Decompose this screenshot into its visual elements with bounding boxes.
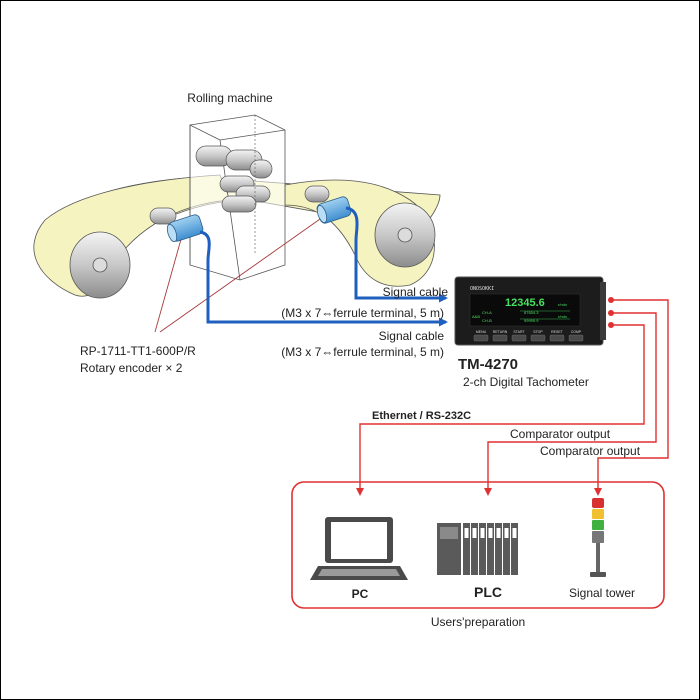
device-display-unit-2: r/min — [558, 314, 567, 319]
device-description-label: 2-ch Digital Tachometer — [463, 375, 589, 389]
device-display-ch-b-value: 99999.9 — [524, 318, 539, 323]
plc-module-window — [496, 528, 501, 538]
device-display-unit: r/min — [558, 302, 567, 307]
plc-label: PLC — [474, 584, 502, 600]
plc-module-window — [464, 528, 469, 538]
device-button-label: RESET — [551, 330, 564, 334]
line-to-pc — [356, 324, 645, 496]
signal-cable-label-2: Signal cable — [379, 329, 445, 343]
plc-module-window — [480, 528, 485, 538]
plc-module — [511, 523, 518, 575]
signal-cable-spec-1: (M3 x 7⇔ferrule terminal, 5 m) — [281, 306, 444, 320]
output-lines — [356, 299, 669, 496]
rolling-machine — [33, 114, 441, 299]
users-preparation-label: Users'preparation — [431, 615, 525, 629]
pc-label: PC — [352, 587, 369, 601]
plc-module-window — [512, 528, 517, 538]
signal-cable-lower — [199, 230, 448, 327]
signal-cables — [199, 206, 448, 327]
device-display-ch-a-value: 87654.3 — [524, 310, 539, 315]
device-button-label: STOP — [533, 330, 543, 334]
signal-cable-spec-2: (M3 x 7⇔ferrule terminal, 5 m) — [281, 345, 444, 359]
device-button-label: COMP — [571, 330, 582, 334]
device-button-label: MENU — [476, 330, 487, 334]
device-button[interactable] — [511, 334, 527, 342]
line-to-signal-tower — [594, 299, 669, 496]
encoder-count-label: Rotary encoder × 2 — [80, 361, 183, 375]
device-display-ch-b: CH-B — [482, 318, 492, 323]
plc-module — [487, 523, 494, 575]
device-display-ab: A&B — [472, 314, 480, 319]
encoder-model-label: RP-1711-TT1-600P/R — [80, 344, 196, 358]
device-button-label: RETURN — [493, 330, 508, 334]
device-button[interactable] — [473, 334, 489, 342]
device-screen — [469, 293, 581, 327]
plc-module — [471, 523, 478, 575]
users-preparation-box — [291, 481, 665, 609]
ethernet-label: Ethernet / RS-232C — [372, 410, 471, 422]
encoder-pointer-lines — [154, 211, 331, 333]
rolling-machine-label: Rolling machine — [187, 91, 273, 105]
device-button-label: START — [513, 330, 525, 334]
pc-icon — [310, 517, 408, 580]
plc-module — [495, 523, 502, 575]
signal-tower-label: Signal tower — [569, 586, 635, 600]
tm-4270-device: ONOSOKKI 12345.6 r/min CH-A A&B CH-B 876… — [454, 276, 606, 346]
device-button[interactable] — [568, 334, 584, 342]
rotary-encoder-right — [316, 196, 352, 224]
device-button-row: MENU RETURN START STOP RESET COMP — [473, 330, 584, 342]
device-button[interactable] — [492, 334, 508, 342]
device-brand: ONOSOKKI — [470, 286, 494, 292]
comparator-output-label-1: Comparator output — [510, 427, 611, 441]
plc-module-window — [504, 528, 509, 538]
plc-module-window — [472, 528, 477, 538]
comparator-output-label-2: Comparator output — [540, 444, 641, 458]
device-model-label: TM-4270 — [458, 356, 518, 373]
plc-module — [463, 523, 470, 575]
device-button[interactable] — [530, 334, 546, 342]
device-button[interactable] — [549, 334, 565, 342]
plc-module-window — [488, 528, 493, 538]
plc-module — [479, 523, 486, 575]
rotary-encoder-left — [166, 214, 204, 243]
device-display-ch-a: CH-A — [482, 310, 492, 315]
line-to-plc — [484, 312, 657, 496]
plc-module — [503, 523, 510, 575]
signal-cable-label-1: Signal cable — [383, 285, 449, 299]
plc-icon — [437, 523, 518, 575]
device-display-value: 12345.6 — [505, 297, 545, 309]
signal-cable-upper — [345, 206, 448, 303]
signal-tower-icon — [590, 498, 606, 577]
